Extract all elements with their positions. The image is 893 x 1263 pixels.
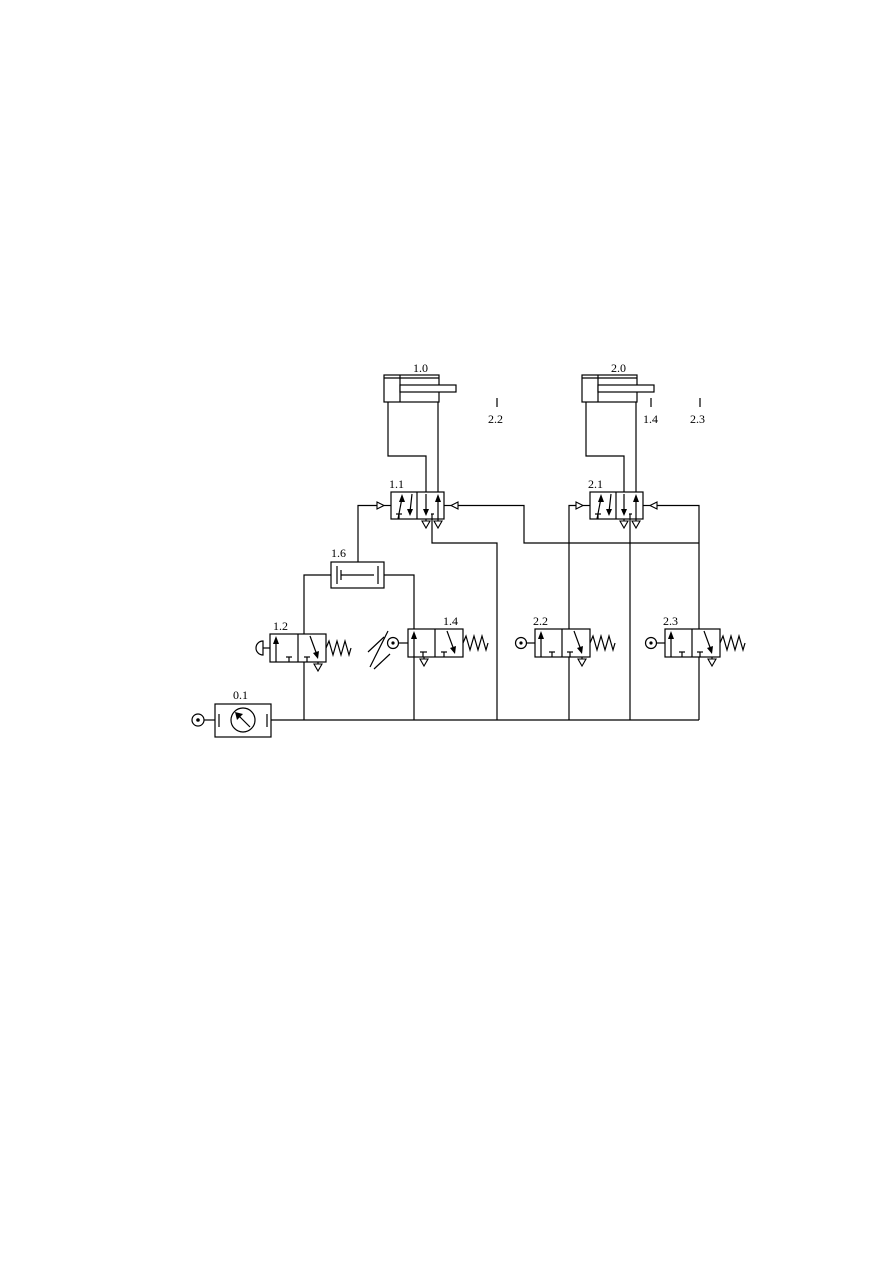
pressure-source-icon — [191, 713, 215, 727]
label-cylinder-1-0: 1.0 — [413, 361, 428, 375]
valve-1-1[interactable] — [376, 491, 459, 530]
cylinder-2-0[interactable] — [581, 374, 655, 403]
valve-2-3[interactable] — [644, 628, 746, 668]
label-service-unit-0-1: 0.1 — [233, 688, 248, 702]
label-valve-1-1: 1.1 — [389, 477, 404, 491]
label-cylinder-2-0: 2.0 — [611, 361, 626, 375]
label-valve-1-4: 1.4 — [443, 614, 458, 628]
label-valve-2-3: 2.3 — [663, 614, 678, 628]
valve-2-1[interactable] — [575, 491, 658, 530]
pipes-cylinder-1 — [387, 402, 439, 492]
label-valve-1-2: 1.2 — [273, 619, 288, 633]
label-shuttle-valve-1-6: 1.6 — [331, 546, 346, 560]
limit-marker-2-2: 2.2 — [488, 412, 503, 426]
label-valve-2-2: 2.2 — [533, 614, 548, 628]
service-unit-0-1[interactable] — [214, 703, 272, 738]
pipe-network — [303, 504, 700, 720]
valve-2-2[interactable] — [514, 628, 616, 668]
shuttle-valve-1-6[interactable] — [330, 561, 385, 589]
pipes-cylinder-2 — [585, 402, 637, 492]
valve-1-4[interactable] — [367, 628, 489, 670]
label-valve-2-1: 2.1 — [588, 477, 603, 491]
limit-marker-2-3: 2.3 — [690, 412, 705, 426]
valve-1-2[interactable] — [255, 633, 352, 673]
cylinder-1-0[interactable] — [383, 374, 457, 403]
limit-marker-1-4: 1.4 — [643, 412, 658, 426]
